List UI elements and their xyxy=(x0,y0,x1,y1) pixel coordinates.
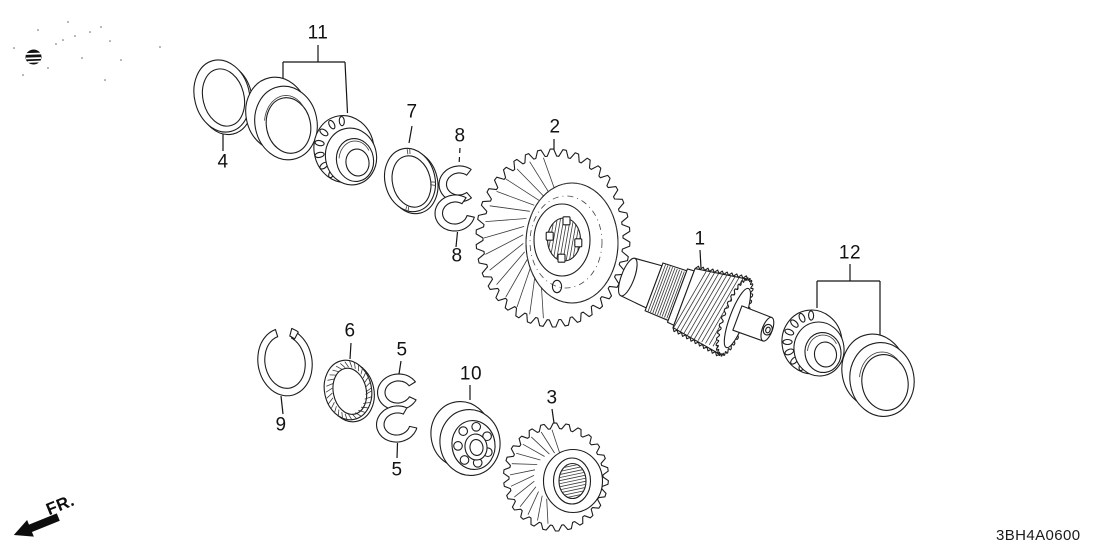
part-7-lock-washer xyxy=(383,147,439,215)
part-12-bearing-race xyxy=(841,333,915,417)
part-11-taper-bearing xyxy=(313,115,378,186)
part-label-5-top: 5 xyxy=(396,339,408,361)
part-5-half-rings xyxy=(375,373,418,443)
part-label-8-top: 8 xyxy=(454,125,466,147)
part-label-7: 7 xyxy=(406,101,418,123)
part-label-3: 3 xyxy=(546,387,558,409)
part-11-bearing-race xyxy=(245,76,318,161)
part-label-1: 1 xyxy=(694,228,706,250)
part-label-11: 11 xyxy=(307,22,329,44)
scan-speckles-artifact xyxy=(13,21,161,81)
part-label-12: 12 xyxy=(838,242,862,264)
fr-arrow-icon xyxy=(13,513,60,537)
leader-lines xyxy=(222,45,881,459)
part-label-10: 10 xyxy=(459,363,483,385)
part-1-countershaft xyxy=(617,257,775,357)
part-label-2: 2 xyxy=(549,116,561,138)
part-3-gear xyxy=(503,422,609,532)
part-label-8-bottom: 8 xyxy=(451,245,463,267)
part-label-5-bottom: 5 xyxy=(391,459,403,481)
part-9-snap-ring xyxy=(257,327,313,397)
diagram-code: 3BH4A0600 xyxy=(996,527,1081,544)
part-label-9: 9 xyxy=(275,414,287,436)
part-6-spring-washer xyxy=(323,359,375,423)
fr-direction-arrow: FR. xyxy=(13,491,77,537)
part-label-6: 6 xyxy=(344,320,356,342)
part-4-thrust-washer xyxy=(193,59,254,136)
part-label-4: 4 xyxy=(217,151,229,173)
part-2-final-gear xyxy=(475,148,631,328)
part-10-ball-bearing xyxy=(430,401,501,476)
part-8-half-rings xyxy=(434,165,475,232)
fr-label: FR. xyxy=(43,491,77,519)
part-12-taper-bearing xyxy=(781,309,845,377)
